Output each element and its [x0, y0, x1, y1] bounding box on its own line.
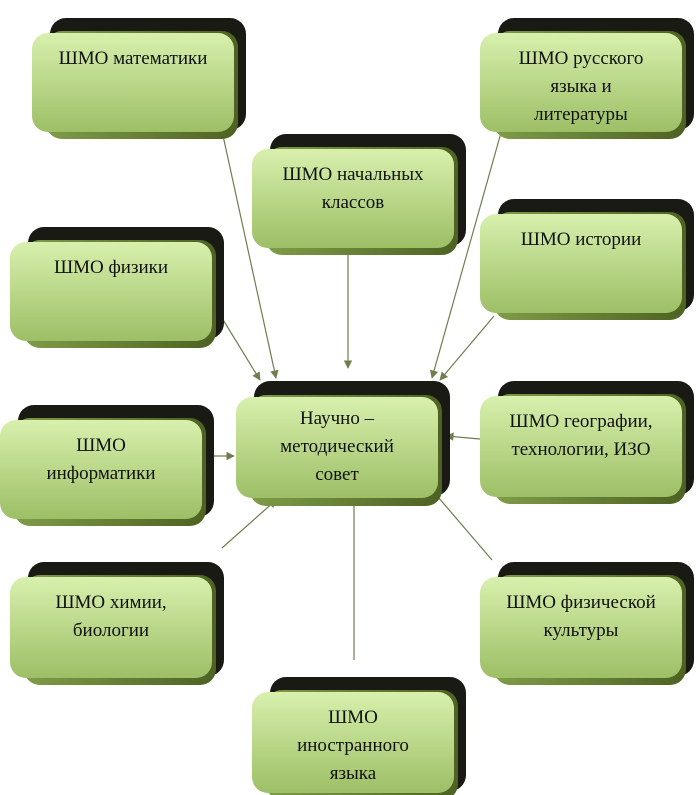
- box-history-face: [480, 214, 682, 313]
- box-chemistry-face: [10, 577, 212, 678]
- box-center: [236, 381, 450, 506]
- box-physics-face: [10, 242, 212, 341]
- box-center-face: [236, 397, 438, 498]
- box-math: [32, 18, 246, 139]
- connectors-layer: [212, 121, 505, 660]
- connector-physics-to-center: [221, 317, 261, 381]
- box-history: [480, 199, 694, 320]
- box-math-face: [32, 33, 234, 132]
- connector-math-to-center: [221, 130, 279, 379]
- box-informatics-face: [0, 420, 202, 519]
- connector-chemistry-to-center: [221, 499, 277, 549]
- box-informatics: [0, 405, 214, 526]
- box-pe: [480, 562, 694, 685]
- box-primary: [252, 134, 466, 255]
- connector-russian-to-center: [430, 121, 505, 379]
- connector-history-to-center: [439, 315, 495, 381]
- box-russian-face: [480, 33, 682, 132]
- box-geography: [480, 381, 694, 504]
- box-foreign: [252, 677, 466, 795]
- box-pe-face: [480, 577, 682, 678]
- box-geography-face: [480, 396, 682, 497]
- box-physics: [10, 227, 224, 348]
- connector-geography-to-center: [445, 432, 481, 441]
- box-primary-face: [252, 149, 454, 248]
- boxes-layer: [0, 18, 694, 795]
- box-foreign-face: [252, 692, 454, 793]
- connector-pe-to-center: [431, 489, 493, 561]
- box-russian: [480, 18, 694, 139]
- box-chemistry: [10, 562, 224, 685]
